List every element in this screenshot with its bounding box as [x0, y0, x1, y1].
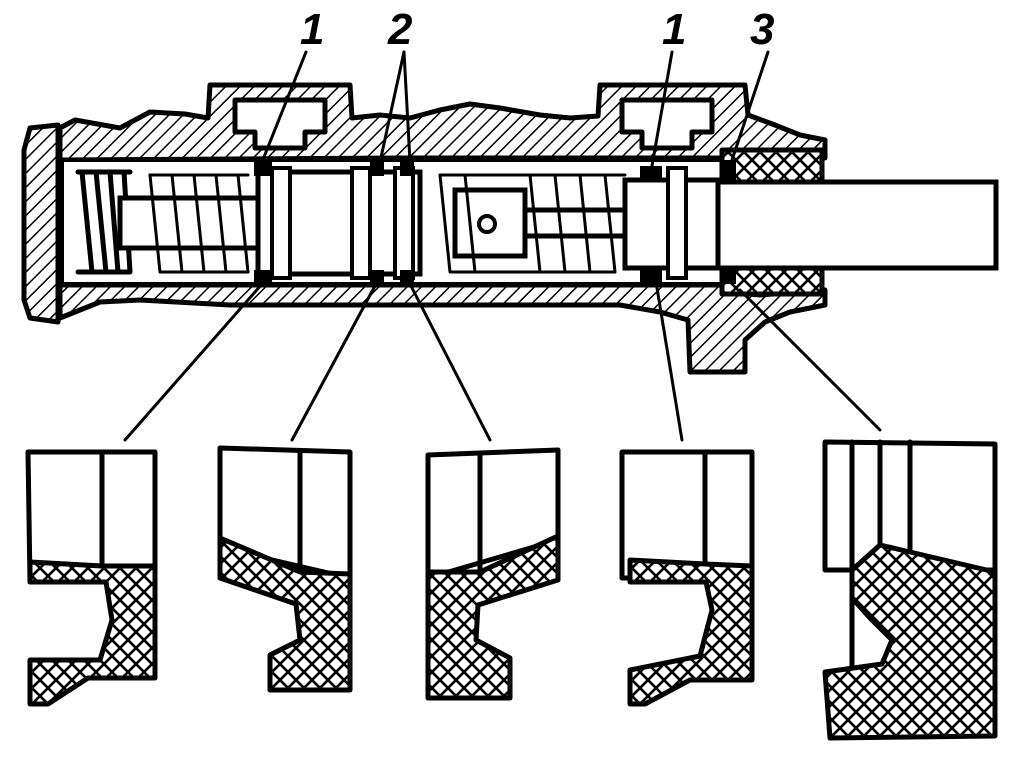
primary-piston-land-a [270, 166, 292, 280]
pushrod [715, 179, 999, 271]
seal-2b-top [400, 162, 414, 176]
cylinder-assembly [21, 82, 999, 375]
callout-label-1a: 1 [300, 5, 324, 54]
callout-label-3: 3 [750, 5, 774, 54]
left-spring [148, 173, 250, 274]
secondary-piston-land [666, 166, 688, 280]
seal-1-right-top [640, 166, 662, 180]
port-left [232, 97, 328, 151]
seal-profile-2 [217, 445, 353, 693]
port-right [619, 97, 715, 151]
callout-label-2: 2 [387, 5, 413, 54]
housing-bottom-wall [57, 282, 828, 375]
seal-profile-4 [619, 449, 755, 707]
callout-label-1b: 1 [662, 5, 686, 54]
seal-profile-1 [25, 449, 158, 707]
end-cap [21, 122, 61, 325]
left-stem [117, 195, 263, 251]
detail-leaders [123, 280, 882, 442]
left-spring-tips [148, 173, 250, 274]
seal-3-top [722, 160, 736, 182]
seal-profile-3 [425, 447, 561, 701]
seal-1-left-bottom [254, 270, 272, 284]
seal-profiles [25, 439, 998, 741]
primary-piston-land-c [393, 166, 415, 280]
seal-1-left-top [254, 162, 272, 176]
seal-1-right-bottom [640, 268, 662, 282]
float-block-hole [477, 214, 497, 234]
seal-2a-bottom [370, 270, 384, 284]
primary-piston-land-b [350, 166, 372, 280]
seal-profile-5 [822, 439, 998, 741]
float-block [452, 187, 528, 259]
callout-labels: 1 2 1 3 [300, 5, 774, 54]
seal-2a-top [370, 162, 384, 176]
middle-spring [438, 173, 627, 274]
seal-2b-bottom [400, 270, 414, 284]
label-leaders [260, 50, 770, 168]
